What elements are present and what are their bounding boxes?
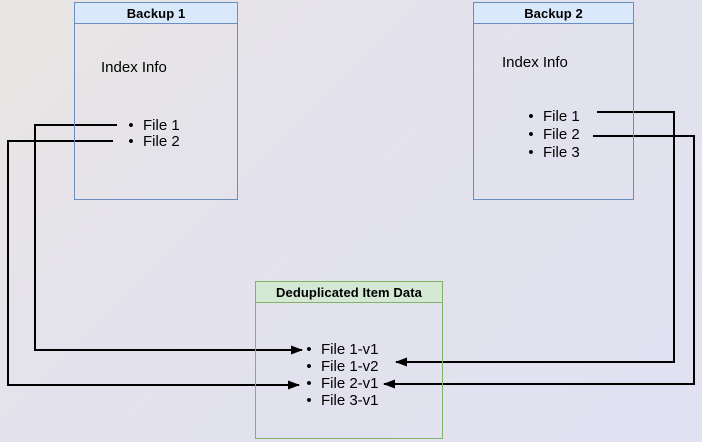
file-item-label: File 3: [543, 144, 580, 161]
backup2-file-list: • File 1 • File 2 • File 3: [524, 108, 580, 162]
list-item: • File 3: [524, 144, 580, 162]
file-item-label: File 2: [543, 126, 580, 143]
file-item-label: File 2: [143, 133, 180, 150]
dedup-box: Deduplicated Item Data • File 1-v1 • File 1…: [255, 281, 443, 439]
file-item-label: File 3-v1: [321, 392, 379, 409]
bullet-icon: •: [528, 126, 534, 143]
list-item: • File 2-v1: [302, 375, 379, 392]
list-item: • File 1: [524, 108, 580, 126]
backup2-subtitle: Index Info: [502, 54, 568, 71]
list-item: • File 3-v1: [302, 392, 379, 409]
list-item: • File 1: [124, 117, 180, 134]
backup1-subtitle: Index Info: [101, 59, 167, 76]
file-item-label: File 1-v2: [321, 358, 379, 375]
bullet-icon: •: [306, 341, 312, 358]
file-item-label: File 1: [543, 108, 580, 125]
list-item: • File 2: [124, 133, 180, 150]
bullet-icon: •: [128, 117, 134, 134]
list-item: • File 2: [524, 126, 580, 144]
list-item: • File 1-v2: [302, 358, 379, 375]
backup2-box: Backup 2 Index Info • File 1 • File 2 • File …: [473, 2, 634, 200]
bullet-icon: •: [528, 108, 534, 125]
file-item-label: File 1: [143, 117, 180, 134]
bullet-icon: •: [306, 375, 312, 392]
file-item-label: File 1-v1: [321, 341, 379, 358]
backup1-file-list: • File 1 • File 2: [124, 117, 180, 150]
backup2-header: Backup 2: [474, 3, 633, 24]
list-item: • File 1-v1: [302, 341, 379, 358]
bullet-icon: •: [528, 144, 534, 161]
dedup-file-list: • File 1-v1 • File 1-v2 • File 2-v1 • File 3-v1: [302, 341, 379, 409]
file-item-label: File 2-v1: [321, 375, 379, 392]
backup1-box: Backup 1 Index Info • File 1 • File 2: [74, 2, 238, 200]
dedup-header: Deduplicated Item Data: [256, 282, 442, 303]
bullet-icon: •: [306, 358, 312, 375]
bullet-icon: •: [306, 392, 312, 409]
bullet-icon: •: [128, 133, 134, 150]
backup1-header: Backup 1: [75, 3, 237, 24]
